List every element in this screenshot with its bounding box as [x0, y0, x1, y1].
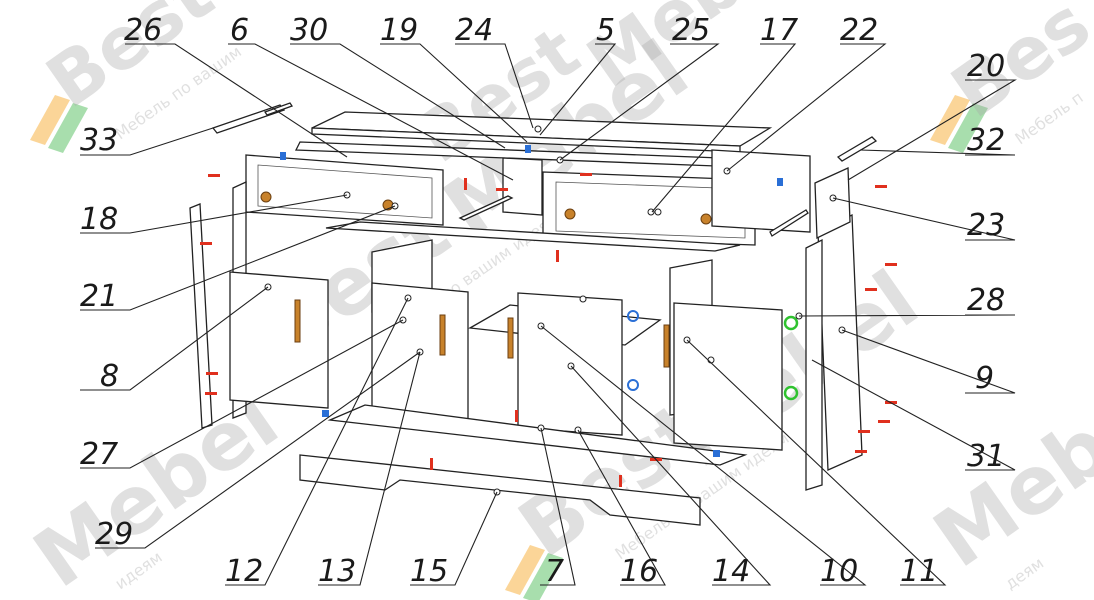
label-13: 13	[318, 554, 356, 589]
label-5: 5	[596, 13, 615, 48]
label-10: 10	[820, 554, 858, 589]
connector-green-2	[783, 385, 799, 401]
label-15: 15	[410, 554, 448, 589]
label-26: 26	[124, 13, 162, 48]
label-16: 16	[620, 554, 658, 589]
part-number-labels: 26 6 30 19 24 5 25 17 22 20 33 32 18 23 …	[80, 13, 1005, 589]
label-29: 29	[95, 517, 133, 552]
label-21: 21	[80, 279, 118, 314]
handle-bar-door-center-right	[507, 317, 514, 359]
label-23: 23	[967, 208, 1005, 243]
label-31: 31	[967, 439, 1005, 474]
connector-blue-5	[322, 410, 329, 417]
furniture-parts	[189, 102, 897, 526]
label-6: 6	[230, 13, 249, 48]
part-strip-26	[263, 102, 294, 116]
label-22: 22	[840, 13, 878, 48]
connector-blue-3	[280, 152, 286, 160]
label-9: 9	[975, 361, 994, 396]
handle-knob-right-2	[700, 213, 712, 225]
handle-knob-right-1	[564, 208, 576, 220]
handle-bar-door-center-left	[439, 314, 446, 356]
label-33: 33	[80, 123, 118, 158]
label-32: 32	[967, 123, 1005, 158]
label-28: 28	[967, 283, 1005, 318]
part-right-drawer-front	[542, 171, 756, 246]
connector-green-1	[783, 315, 799, 331]
part-left-drawer-front	[245, 154, 444, 226]
label-24: 24	[455, 13, 493, 48]
label-11: 11	[900, 554, 938, 589]
label-20: 20	[967, 49, 1005, 84]
svg-text:Mebel: Mebel	[918, 353, 1094, 586]
label-14: 14	[712, 554, 750, 589]
label-18: 18	[80, 202, 118, 237]
label-30: 30	[290, 13, 328, 48]
handle-knob-left-1	[260, 191, 272, 203]
part-right-edge-strip	[805, 238, 823, 491]
leader-lines	[80, 43, 1017, 586]
connector-blue-4	[777, 178, 783, 186]
label-17: 17	[760, 13, 798, 48]
label-27: 27	[80, 437, 118, 472]
label-25: 25	[672, 13, 710, 48]
watermark-logo-bottom-right: Mebel деям	[918, 353, 1094, 593]
label-8: 8	[100, 359, 119, 394]
label-7: 7	[545, 554, 564, 589]
part-plinth	[299, 454, 701, 526]
label-19: 19	[380, 13, 418, 48]
part-strip-32	[836, 136, 878, 162]
part-door-right	[673, 302, 783, 451]
label-12: 12	[225, 554, 263, 589]
part-bottom-panel	[327, 404, 748, 466]
connector-blue-7	[525, 145, 531, 153]
connector-blue-1	[627, 310, 639, 322]
handle-bar-door-right	[663, 324, 670, 368]
connector-blue-6	[713, 450, 720, 457]
part-right-side-panel	[817, 213, 863, 471]
part-right-upper-panel	[814, 167, 851, 240]
watermark-logo-right: Bes Мебель п	[930, 0, 1094, 153]
handle-bar-door-left	[294, 299, 301, 343]
connector-blue-2	[627, 379, 639, 391]
